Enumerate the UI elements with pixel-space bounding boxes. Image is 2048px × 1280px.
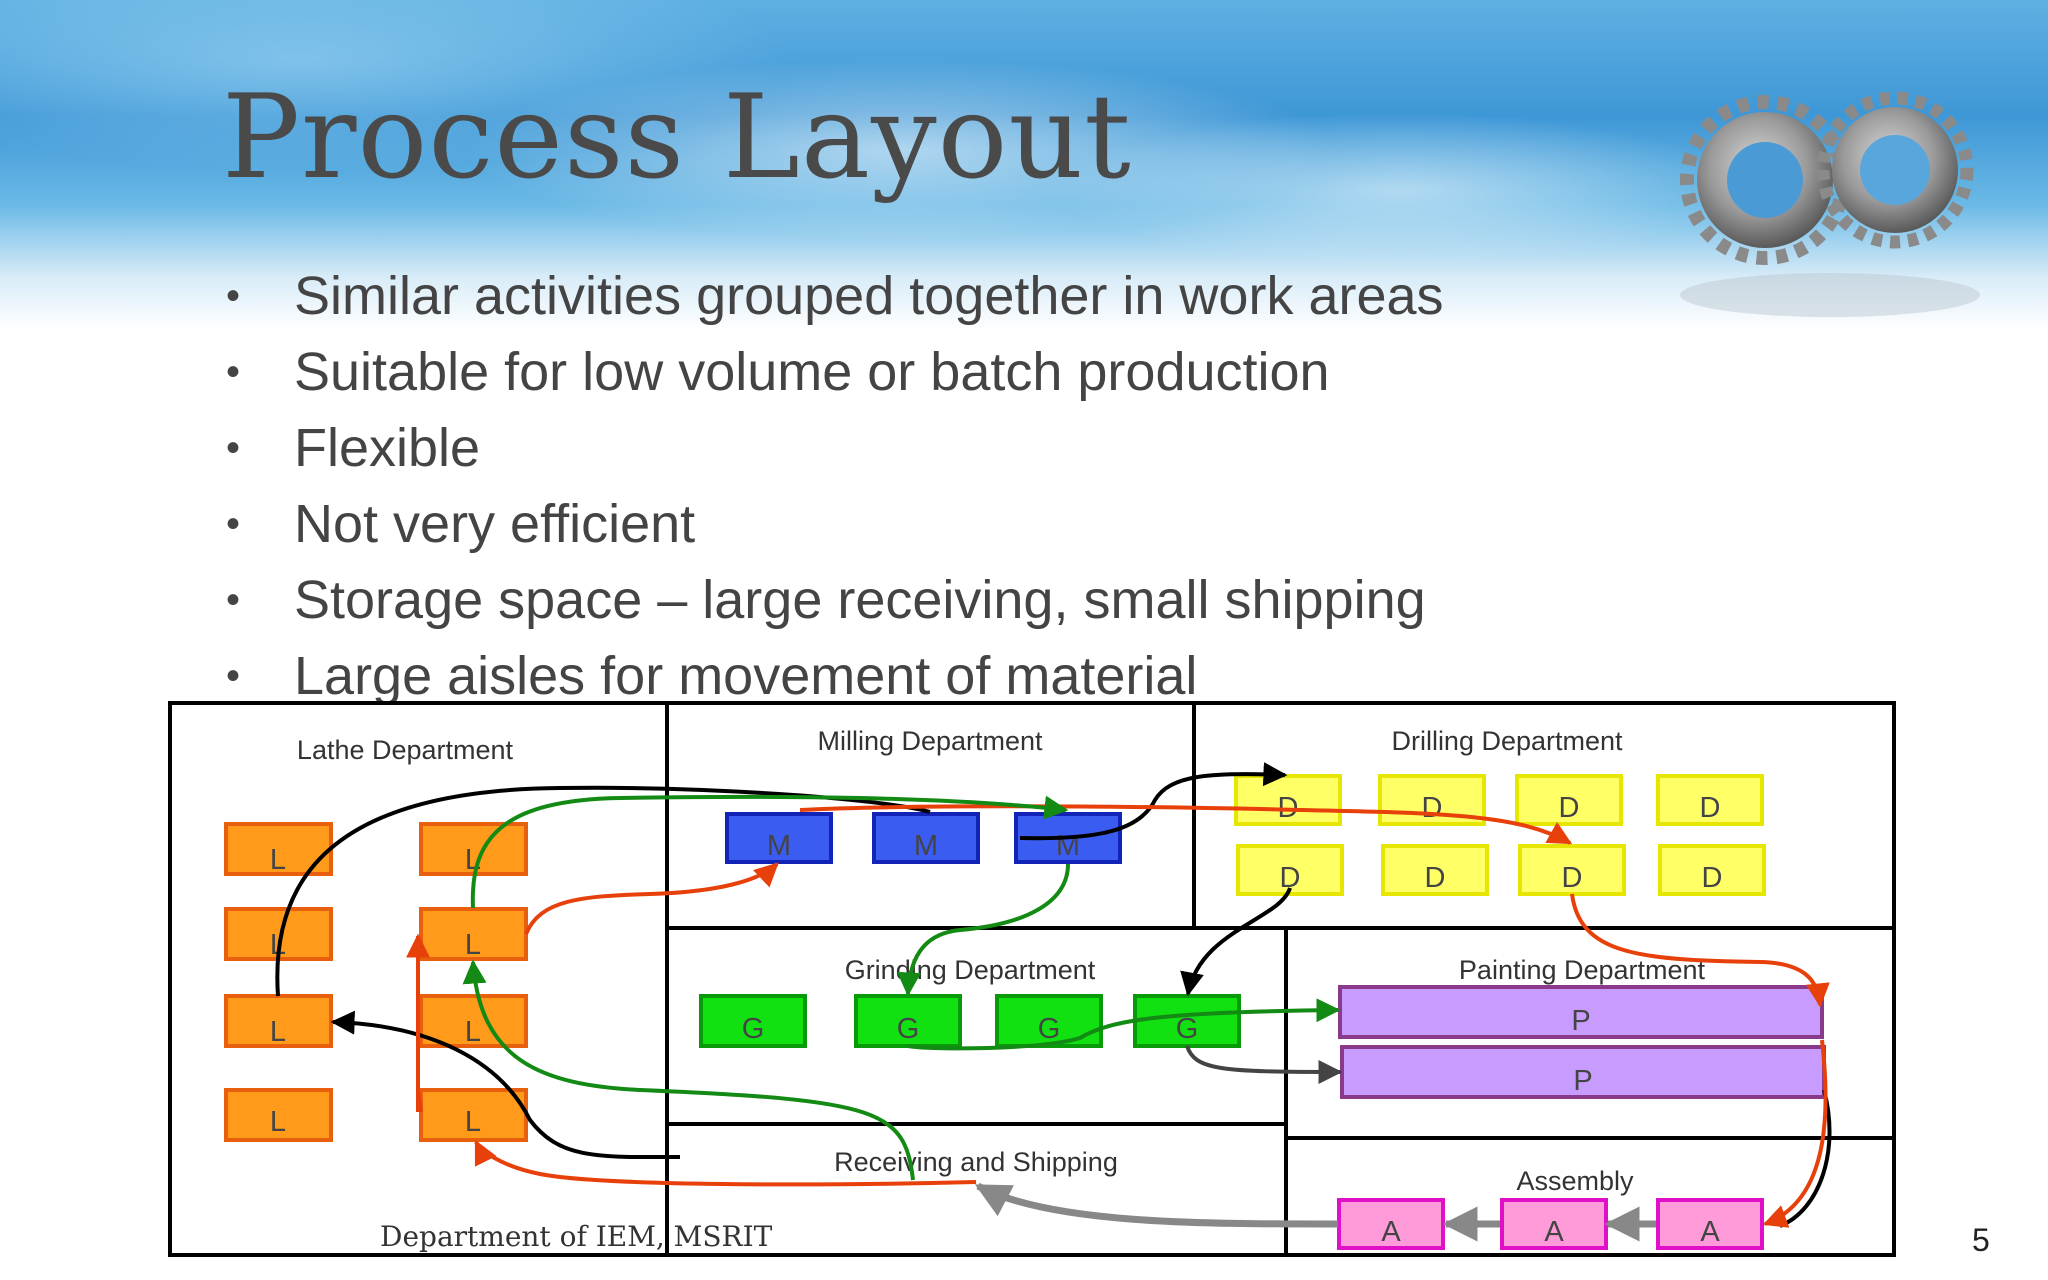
machine-label: A [1381,1216,1401,1248]
gear-reflection [1680,273,1980,317]
machine-label: D [1425,862,1446,894]
flow-arrow-red [474,1139,977,1187]
flow-arrow-black [1180,887,1292,997]
flow-arrow-black [330,1010,681,1160]
grinding-machine [699,994,807,1048]
flow-arrow-green [470,794,1069,909]
machine-label: P [1571,1005,1590,1037]
assembly-stations: A A A [1337,1198,1764,1250]
painting-department-label: Painting Department [1459,955,1706,985]
drilling-department-label: Drilling Department [1391,726,1623,756]
grinding-department-label: Grinding Department [845,955,1096,985]
lathe-machines: L L L L L L L L [224,822,528,1142]
flow-arrow-red [799,804,1573,845]
machine-label: M [767,830,791,862]
flow-arrow-dark [1185,1045,1343,1084]
gear-right-icon [1816,91,1974,249]
diagram-frame [168,701,1896,1257]
page-number: 5 [1972,1222,1990,1258]
bullet-text: Flexible [294,418,481,478]
gears-icon [1680,91,1980,317]
bullet-text: Storage space – large receiving, small s… [294,570,1426,630]
lathe-machine [419,822,528,876]
bullet-dot-icon: • [226,274,241,318]
machine-label: G [897,1013,920,1045]
lathe-machine [224,1088,333,1142]
machine-label: G [742,1013,765,1045]
drilling-machine [1234,774,1342,826]
bullet-item: • Suitable for low volume or batch produc… [222,334,1444,410]
bullet-text: Not very efficient [294,494,696,554]
machine-label: M [914,830,938,862]
machine-label: L [270,1106,286,1138]
painting-stations: P P [1338,985,1826,1099]
flow-arrow-black [1779,1089,1832,1228]
flow-arrow-green [897,863,1070,997]
milling-department-label: Milling Department [817,726,1043,756]
bullet-text: Large aisles for movement of material [294,646,1198,706]
machine-label: A [1544,1216,1564,1248]
receiving-shipping-label: Receiving and Shipping [834,1147,1118,1177]
machine-label: D [1280,862,1301,894]
drilling-machine [1381,844,1489,896]
bullet-list: • Similar activities grouped together in … [222,258,1444,714]
flow-arrow-red [1762,1039,1828,1228]
bullet-item: • Not very efficient [222,486,1444,562]
assembly-label: Assembly [1516,1166,1634,1196]
bullet-text: Suitable for low volume or batch product… [294,342,1330,402]
machine-label: L [270,1016,286,1048]
machine-label: G [1176,1013,1199,1045]
flow-arrow-black [1019,762,1288,841]
flow-arrow-red [1570,893,1830,1008]
slide-title: Process Layout [222,70,1132,205]
drilling-machine [1656,774,1764,826]
machine-label: D [1702,862,1723,894]
machine-label: L [270,844,286,876]
machine-label: D [1700,792,1721,824]
bullet-item: • Flexible [222,410,1444,486]
milling-machine [725,812,833,864]
flow-arrow-red [524,862,779,935]
machine-label: G [1038,1013,1061,1045]
assembly-station [1656,1198,1764,1250]
drilling-machine [1658,844,1766,896]
painting-station [1338,985,1824,1039]
flow-arrow-green [907,998,1341,1051]
assembly-station [1500,1198,1608,1250]
drilling-machine [1236,844,1344,896]
flow-arrow-green [462,959,915,1181]
machine-label: L [465,1016,481,1048]
machine-label: D [1422,792,1443,824]
grinding-machines: G G G G [699,994,1241,1048]
bullet-text: Similar activities grouped together in w… [294,266,1444,326]
bullet-item: • Similar activities grouped together in … [222,258,1444,334]
machine-label: P [1573,1065,1592,1097]
drilling-machines: D D D D D D D D [1234,774,1766,896]
bullet-dot-icon: • [226,578,241,622]
footer-text: Department of IEM, MSRIT [380,1220,773,1253]
milling-machine [872,812,980,864]
lathe-machine [419,994,528,1048]
machine-label: D [1559,792,1580,824]
lathe-department-label: Lathe Department [297,735,514,765]
bullet-dot-icon: • [226,502,241,546]
machine-label: L [465,929,481,961]
machine-label: L [465,1106,481,1138]
bullet-item: • Large aisles for movement of material [222,638,1444,714]
bullet-dot-icon: • [226,654,241,698]
machine-label: D [1562,862,1583,894]
flow-arrows [275,762,1832,1242]
bullet-item: • Storage space – large receiving, small … [222,562,1444,638]
flow-arrow-gray [974,1182,1339,1228]
bullet-dot-icon: • [226,426,241,470]
machine-label: A [1700,1216,1720,1248]
flow-arrow-red [416,1089,423,1113]
assembly-station [1337,1198,1445,1250]
bullet-dot-icon: • [226,350,241,394]
